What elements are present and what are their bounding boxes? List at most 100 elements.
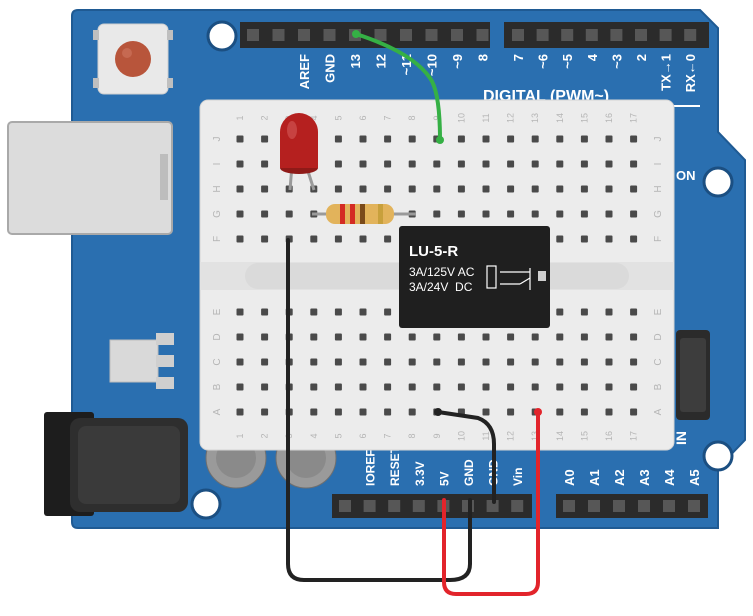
header-pin-hole [400,29,412,41]
wire-red [442,410,540,596]
breadboard-row-label: A [653,408,664,415]
breadboard-hole [630,210,638,218]
breadboard-row-label: J [653,137,664,142]
breadboard-hole [605,408,613,416]
top-pin-label: 2 [634,54,649,61]
analog-pin-label: A4 [662,469,677,486]
top-pin-label: 4 [585,53,600,61]
breadboard-hole [507,210,515,218]
breadboard-hole [457,185,465,193]
reset-button-icon[interactable] [93,23,173,95]
breadboard-hole [605,358,613,366]
breadboard-col-label: 1 [235,433,245,438]
breadboard-hole [580,408,588,416]
breadboard-hole [531,383,539,391]
led-icon[interactable] [280,113,318,191]
breadboard-row-label: I [212,163,223,166]
resistor-icon[interactable] [312,204,416,224]
header-pin-hole [638,500,650,512]
breadboard-hole [531,135,539,143]
breadboard-hole [261,383,269,391]
header-pin-hole [613,500,625,512]
breadboard-hole [630,160,638,168]
breadboard-hole [605,210,613,218]
breadboard-hole [605,308,613,316]
breadboard-col-label: 15 [579,431,589,441]
breadboard-hole [531,160,539,168]
breadboard-hole [334,160,342,168]
relay-rating-dc: 3A/24V DC [409,280,473,294]
breadboard-hole [605,235,613,243]
breadboard-col-label: 12 [506,431,516,441]
top-pin-label: ~9 [450,54,465,69]
header-pin-hole [339,500,351,512]
breadboard-hole [580,308,588,316]
breadboard-hole [630,135,638,143]
breadboard-hole [556,235,564,243]
breadboard-hole [531,185,539,193]
relay-rating-ac: 3A/125V AC [409,265,475,279]
breadboard-row-label: C [653,358,664,365]
breadboard-hole [630,383,638,391]
mounting-hole [702,166,734,198]
breadboard-hole [310,408,318,416]
breadboard-hole [408,160,416,168]
on-label: ON [676,168,696,183]
breadboard-col-label: 10 [456,113,466,123]
breadboard-hole [433,210,441,218]
mounting-hole [190,488,222,520]
mounting-hole [702,440,734,472]
breadboard-hole [334,383,342,391]
breadboard-hole [236,383,244,391]
breadboard-hole [507,383,515,391]
breadboard-hole [457,333,465,341]
analog-header [556,494,708,518]
breadboard-hole [384,135,392,143]
breadboard-hole [408,383,416,391]
breadboard-hole [433,383,441,391]
analog-pin-label: A2 [612,469,627,486]
breadboard-row-label: G [653,210,664,218]
breadboard-hole [384,358,392,366]
top-pin-label: AREF [297,54,312,89]
breadboard-row-label: H [653,185,664,192]
breadboard-col-label: 7 [383,115,393,120]
breadboard-hole [334,185,342,193]
wire-end [534,408,542,416]
breadboard-row-label: E [653,308,664,315]
breadboard-row-label: J [212,137,223,142]
breadboard-hole [482,185,490,193]
breadboard-hole [408,358,416,366]
breadboard-hole [236,408,244,416]
breadboard-hole [507,358,515,366]
breadboard-hole [507,135,515,143]
relay-icon[interactable]: LU-5-R 3A/125V AC 3A/24V DC [399,226,550,328]
usb-port-icon [7,121,173,235]
breadboard-col-label: 13 [530,431,540,441]
breadboard-hole [580,160,588,168]
breadboard-hole [433,185,441,193]
breadboard-col-label: 13 [530,113,540,123]
breadboard-hole [605,333,613,341]
breadboard-row-label: I [653,163,664,166]
breadboard-col-label: 15 [579,113,589,123]
breadboard-hole [556,308,564,316]
digital-header-right [504,22,709,48]
header-pin-hole [688,500,700,512]
breadboard-hole [384,185,392,193]
breadboard-row-label: C [212,358,223,365]
breadboard-col-label: 9 [432,115,442,120]
power-pin-label: 5V [437,471,451,486]
power-pin-label: GND [462,459,476,486]
top-pin-label: TX→1 [659,54,674,91]
mounting-hole [206,20,238,52]
header-pin-hole [388,500,401,512]
breadboard-row-label: F [212,236,223,242]
breadboard-hole [334,358,342,366]
breadboard-hole [359,160,367,168]
top-pin-label: 12 [374,54,389,68]
top-pin-label: GND [323,54,338,83]
breadboard-hole [605,135,613,143]
breadboard-hole [457,210,465,218]
